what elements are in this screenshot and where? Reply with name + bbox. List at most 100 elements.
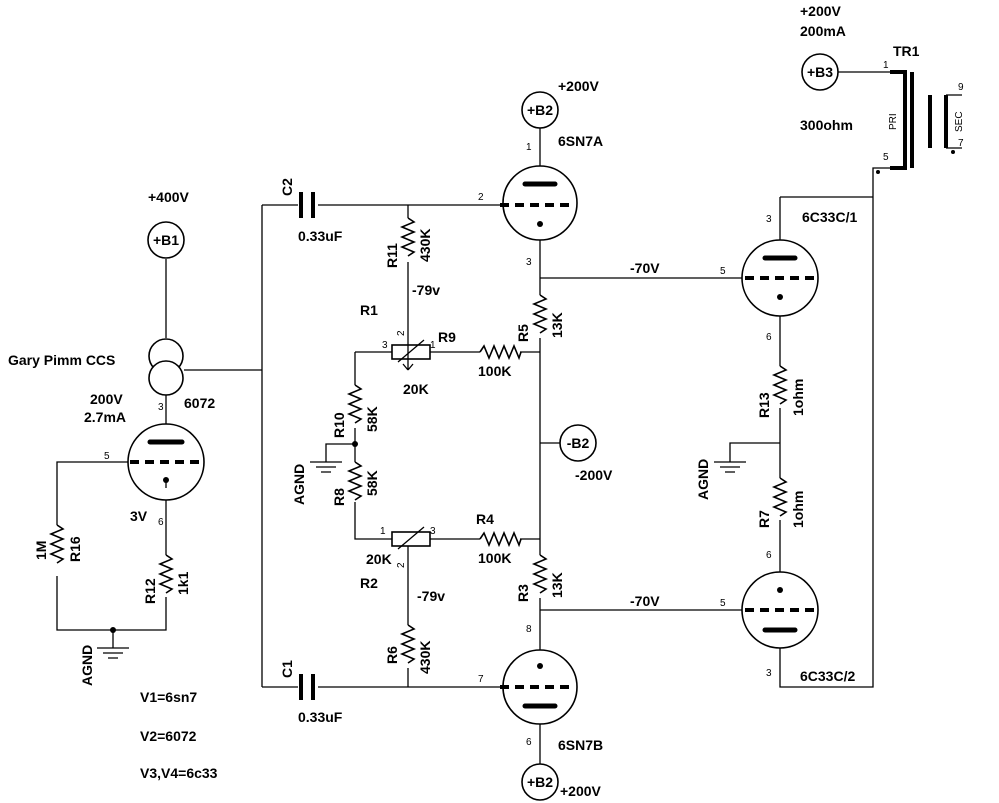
ground-label-middle: AGND bbox=[291, 464, 307, 505]
b2-top-node-label: +B2 bbox=[527, 102, 553, 118]
r9-value: 100K bbox=[478, 363, 511, 379]
ccs-cathode-voltage: 3V bbox=[130, 508, 148, 524]
v3-label: 6C33C/1 bbox=[802, 209, 857, 225]
r8-ref: R8 bbox=[331, 488, 347, 506]
bias-top-voltage: -70V bbox=[630, 260, 660, 276]
r7-ref: R7 bbox=[756, 510, 772, 528]
node-b2-bottom: +B2 bbox=[521, 763, 559, 801]
b2-top-voltage: +200V bbox=[558, 78, 600, 94]
c1-ref: C1 bbox=[279, 660, 295, 678]
resistor-r9 bbox=[479, 343, 522, 361]
r2-pin-1: 1 bbox=[380, 526, 386, 537]
r3-value: 13K bbox=[549, 572, 565, 598]
v2-pin-grid: 5 bbox=[104, 451, 110, 462]
r16-value: 1M bbox=[33, 541, 49, 560]
transformer-tr1 bbox=[876, 70, 962, 174]
note-v3-v4: V3,V4=6c33 bbox=[140, 765, 218, 781]
ccs-current: 2.7mA bbox=[84, 409, 126, 425]
resistor-r7 bbox=[771, 477, 789, 517]
tube-v1a bbox=[500, 165, 578, 241]
resistor-r10 bbox=[346, 384, 364, 424]
tr1-pin-5: 5 bbox=[883, 152, 889, 163]
r1-pin-2: 2 bbox=[396, 330, 407, 336]
tube-v4 bbox=[741, 571, 819, 649]
v4-pin-anode: 3 bbox=[766, 668, 772, 679]
r10-value: 58K bbox=[364, 406, 380, 432]
v1b-pin-cathode: 8 bbox=[526, 624, 532, 635]
b1-voltage: +400V bbox=[148, 189, 190, 205]
b3-node-label: +B3 bbox=[807, 64, 833, 80]
v3-pin-anode: 3 bbox=[766, 214, 772, 225]
note-v1: V1=6sn7 bbox=[140, 689, 197, 705]
v1a-pin-anode: 1 bbox=[526, 142, 532, 153]
tr1-pin-1: 1 bbox=[883, 60, 889, 71]
ground-label-right: AGND bbox=[695, 459, 711, 500]
r4-value: 100K bbox=[478, 550, 511, 566]
bias-bottom-voltage: -70V bbox=[630, 593, 660, 609]
grid-bottom-voltage: -79v bbox=[417, 588, 445, 604]
v4-label: 6C33C/2 bbox=[800, 668, 855, 684]
v1a-pin-grid: 2 bbox=[478, 192, 484, 203]
resistor-r5 bbox=[531, 294, 549, 334]
v1a-label: 6SN7A bbox=[558, 133, 603, 149]
r13-ref: R13 bbox=[756, 392, 772, 418]
v2-pin-cathode: 6 bbox=[158, 517, 164, 528]
v1b-pin-anode: 6 bbox=[526, 737, 532, 748]
v4-pin-cathode: 6 bbox=[766, 550, 772, 561]
r13-value: 1ohm bbox=[790, 379, 806, 416]
b1-node-label: +B1 bbox=[153, 232, 179, 248]
pot-r2 bbox=[391, 526, 431, 558]
ccs-operating-voltage: 200V bbox=[90, 391, 123, 407]
resistor-r4 bbox=[479, 530, 522, 548]
b2-bottom-voltage: +200V bbox=[560, 783, 602, 799]
capacitor-c1 bbox=[299, 674, 315, 700]
r4-ref: R4 bbox=[476, 511, 494, 527]
ccs-name: Gary Pimm CCS bbox=[8, 352, 115, 368]
tube-v2 bbox=[127, 423, 205, 501]
node-b1: +B1 bbox=[147, 221, 185, 259]
v4-pin-grid: 5 bbox=[720, 598, 726, 609]
r10-ref: R10 bbox=[331, 412, 347, 438]
resistor-r16 bbox=[48, 524, 66, 564]
node-neg-b2: -B2 bbox=[559, 424, 597, 462]
r16-ref: R16 bbox=[67, 536, 83, 562]
r2-pin-3: 3 bbox=[430, 526, 436, 537]
grid-top-voltage: -79v bbox=[412, 282, 440, 298]
r2-pin-2: 2 bbox=[396, 562, 407, 568]
r1-value: 20K bbox=[403, 381, 429, 397]
node-b2-top: +B2 bbox=[521, 91, 559, 129]
r11-ref: R11 bbox=[384, 243, 400, 268]
r2-value: 20K bbox=[366, 551, 392, 567]
c2-ref: C2 bbox=[279, 178, 295, 196]
r1-pin-3: 3 bbox=[382, 340, 388, 351]
r11-value: 430K bbox=[417, 229, 433, 262]
v2-pin-anode: 3 bbox=[158, 402, 164, 413]
resistor-r8 bbox=[346, 461, 364, 501]
resistor-r13 bbox=[771, 365, 789, 405]
b3-voltage: +200V bbox=[800, 3, 842, 19]
resistor-r12 bbox=[157, 554, 175, 594]
tr1-pin-7: 7 bbox=[958, 138, 964, 149]
r5-value: 13K bbox=[549, 312, 565, 338]
b2-bottom-node-label: +B2 bbox=[527, 774, 553, 790]
capacitor-c2 bbox=[299, 192, 315, 218]
tr1-pin-9: 9 bbox=[958, 82, 964, 93]
b3-current: 200mA bbox=[800, 23, 846, 39]
r1-pin-1: 1 bbox=[430, 340, 436, 351]
resistor-r3 bbox=[531, 554, 549, 594]
r3-ref: R3 bbox=[515, 584, 531, 602]
resistor-r6 bbox=[399, 624, 417, 664]
r9-ref: R9 bbox=[438, 329, 456, 345]
v1b-label: 6SN7B bbox=[558, 737, 603, 753]
neg-b2-node-label: -B2 bbox=[567, 435, 590, 451]
r1-ref: R1 bbox=[360, 302, 378, 318]
tr1-ref: TR1 bbox=[893, 43, 920, 59]
tr1-primary: PRI bbox=[888, 113, 899, 130]
v3-pin-grid: 5 bbox=[720, 266, 726, 277]
c1-value: 0.33uF bbox=[298, 709, 343, 725]
tr1-secondary: SEC bbox=[954, 111, 965, 132]
node-b3: +B3 bbox=[801, 53, 839, 91]
r12-value: 1k1 bbox=[175, 571, 191, 595]
v1b-pin-grid: 7 bbox=[478, 674, 484, 685]
